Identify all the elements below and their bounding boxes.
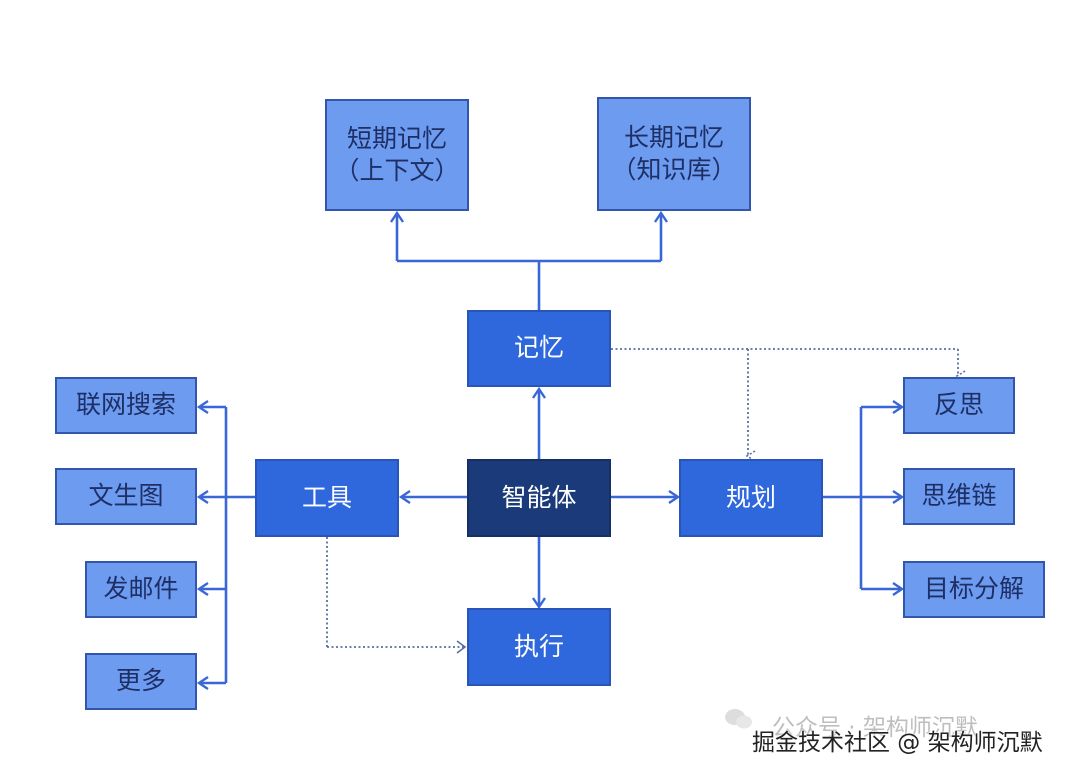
text-to-image-box: 文生图 — [55, 468, 197, 525]
memory-box: 记忆 — [467, 310, 611, 387]
web-search-label: 联网搜索 — [75, 390, 176, 420]
planning-label: 规划 — [725, 482, 776, 512]
long-term-memory-sublabel: （知识库） — [611, 155, 737, 184]
reflection-label: 反思 — [933, 390, 984, 420]
tools-branch-connector — [196, 400, 257, 690]
watermark-official-account: 公众号 · 架构师沉默 — [772, 715, 978, 741]
reflection-box: 反思 — [903, 377, 1015, 434]
short-term-memory-label: 短期记忆 — [346, 123, 447, 153]
send-email-label: 发邮件 — [103, 574, 179, 604]
more-label: 更多 — [115, 666, 166, 696]
goal-decomposition-label: 目标分解 — [923, 574, 1024, 604]
agent-box: 智能体 — [467, 459, 611, 537]
execution-box: 执行 — [467, 608, 611, 686]
long-term-memory-label: 长期记忆 — [623, 122, 724, 152]
more-box: 更多 — [85, 653, 197, 710]
memory-dotted-connector — [611, 348, 966, 462]
chain-of-thought-label: 思维链 — [921, 481, 997, 511]
memory-branch-connector — [390, 210, 668, 310]
agent-label: 智能体 — [501, 482, 577, 512]
goal-decomposition-box: 目标分解 — [903, 561, 1045, 618]
short-term-memory-sublabel: （上下文） — [334, 156, 460, 185]
planning-branch-connector — [823, 400, 905, 596]
web-search-box: 联网搜索 — [55, 377, 197, 434]
watermark-juejin: 掘金技术社区 @ 架构师沉默 — [752, 730, 1043, 756]
execution-label: 执行 — [513, 631, 564, 661]
send-email-box: 发邮件 — [85, 561, 197, 618]
planning-box: 规划 — [679, 459, 823, 537]
tools-label: 工具 — [301, 482, 352, 512]
text-to-image-label: 文生图 — [88, 481, 164, 511]
wechat-icon — [725, 709, 752, 729]
tools-box: 工具 — [255, 459, 399, 537]
memory-label: 记忆 — [513, 333, 564, 363]
tools-to-execution-dotted-connector — [326, 537, 464, 648]
tools-to-execution-arrowhead — [456, 640, 467, 654]
short-term-memory-box: 短期记忆 （上下文） — [325, 99, 469, 211]
chain-of-thought-box: 思维链 — [903, 468, 1015, 525]
long-term-memory-box: 长期记忆 （知识库） — [597, 97, 751, 211]
